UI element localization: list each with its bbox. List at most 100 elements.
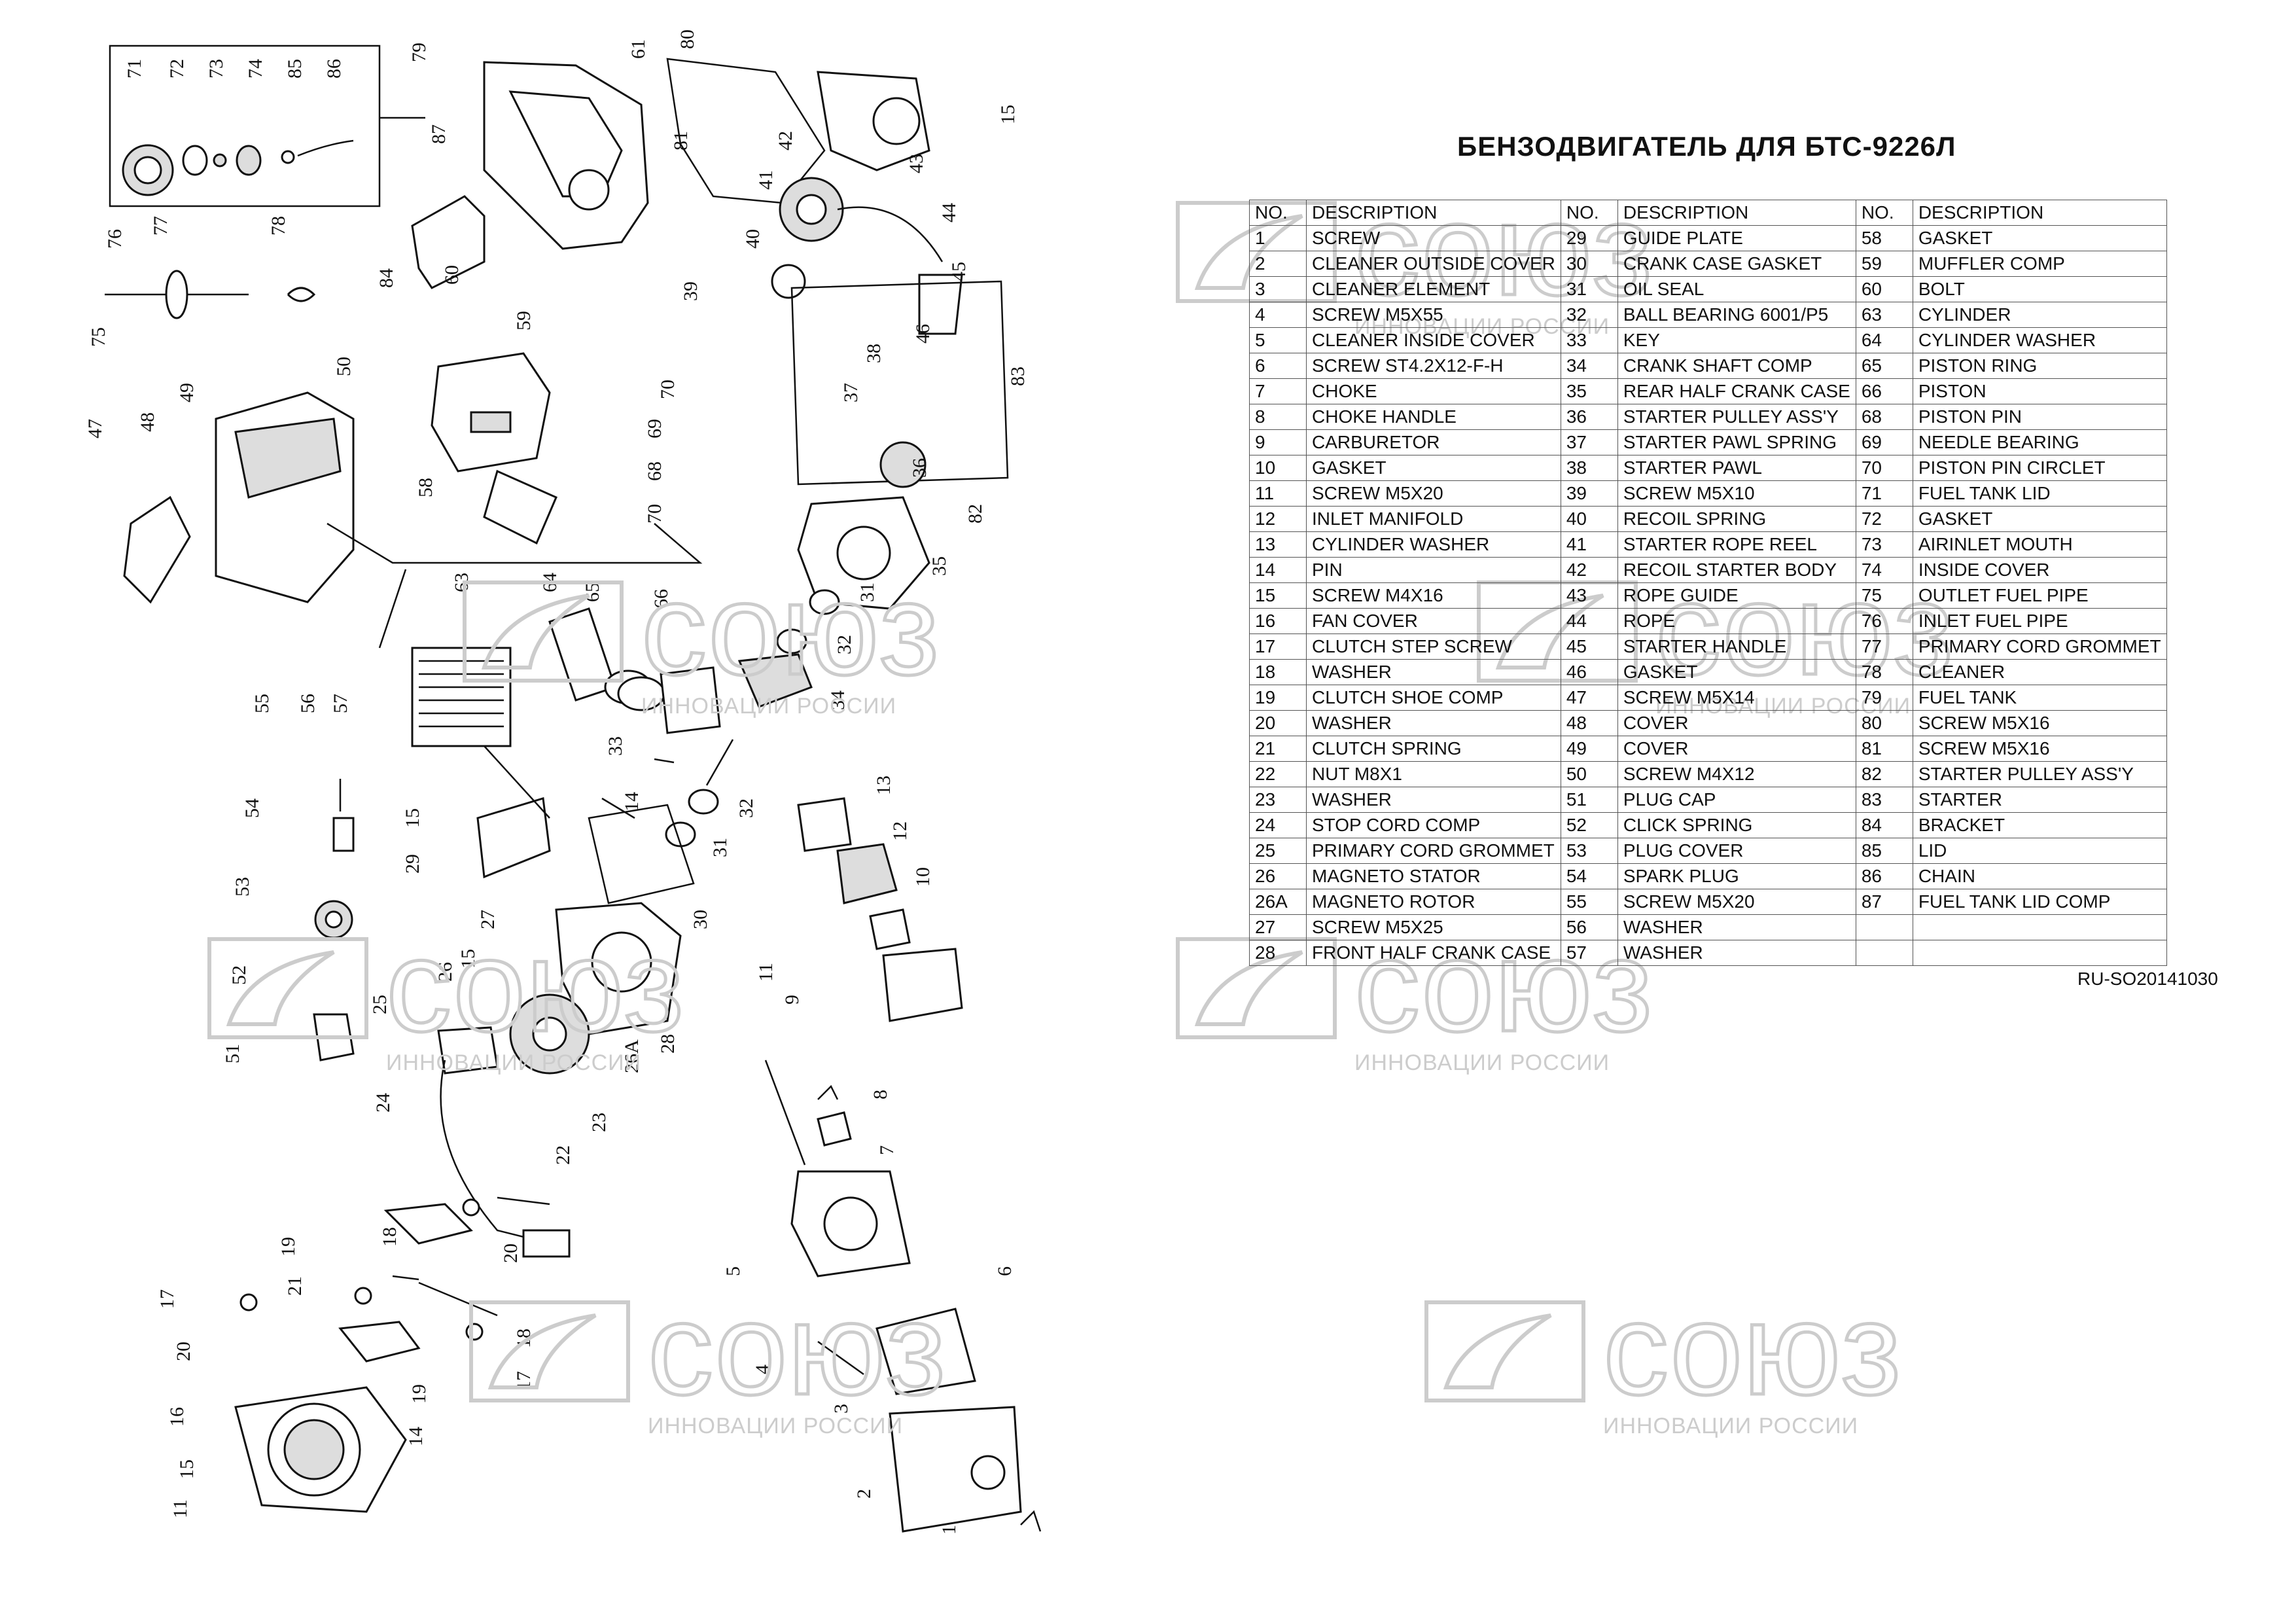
part-description: STOP CORD COMP	[1306, 812, 1561, 838]
callout-number: 9	[781, 995, 803, 1005]
part-description: SCREW M4X12	[1617, 761, 1856, 787]
part-description: CLEANER OUTSIDE COVER	[1306, 251, 1561, 277]
part-number: 57	[1560, 940, 1618, 966]
part-number: 37	[1560, 429, 1618, 455]
part-number: 55	[1560, 889, 1618, 915]
part-description: FAN COVER	[1306, 608, 1561, 634]
part-description: CLUTCH SPRING	[1306, 736, 1561, 762]
part-number: 46	[1560, 659, 1618, 685]
callout-number: 74	[245, 59, 266, 79]
callout-number: 37	[840, 383, 862, 402]
part-number: 26A	[1249, 889, 1307, 915]
callout-number: 18	[379, 1227, 400, 1247]
clutch-spring-drawing	[392, 1275, 419, 1281]
part-number: 27	[1249, 914, 1307, 940]
callout-number: 44	[938, 203, 960, 223]
watermark-subtitle: ИННОВАЦИИ РОССИИ	[1603, 1414, 1858, 1438]
part-description: SCREW M5X25	[1306, 914, 1561, 940]
part-description: WASHER	[1306, 710, 1561, 736]
part-description: MAGNETO ROTOR	[1306, 889, 1561, 915]
callout-number: 17	[513, 1371, 535, 1391]
callout-number: 10	[912, 867, 934, 887]
callout-number: 85	[284, 59, 306, 79]
callout-number: 13	[873, 776, 894, 795]
part-description: CARBURETOR	[1306, 429, 1561, 455]
chain-drawing	[297, 139, 354, 157]
callout-number: 53	[232, 877, 253, 897]
part-number: 64	[1855, 327, 1913, 353]
part-description: INLET FUEL PIPE	[1912, 608, 2167, 634]
muffler-gasket-drawing	[483, 469, 557, 545]
callout-number: 73	[205, 59, 227, 79]
part-number: 34	[1560, 353, 1618, 379]
part-description: SPARK PLUG	[1617, 863, 1856, 889]
part-number: 17	[1249, 633, 1307, 660]
part-number: 38	[1560, 455, 1618, 481]
callout-number: 66	[650, 589, 672, 609]
callout-number: 33	[605, 736, 626, 756]
part-number: 35	[1560, 378, 1618, 404]
part-description: MUFFLER COMP	[1912, 251, 2167, 277]
callout-number: 80	[677, 29, 698, 49]
part-number: 53	[1560, 838, 1618, 864]
part-description: STARTER PULLEY ASS'Y	[1912, 761, 2167, 787]
callout-number: 14	[405, 1427, 427, 1446]
cylinder-drawing	[411, 647, 512, 747]
diagram-drawing: 7172737485868779618081154243414044394546…	[84, 29, 1042, 1535]
callout-number: 86	[323, 59, 345, 79]
callout-number: 20	[173, 1342, 194, 1361]
header-description: DESCRIPTION	[1912, 200, 2167, 226]
part-number: 85	[1855, 838, 1913, 864]
piston-drawing	[660, 666, 721, 734]
callout-number: 15	[176, 1459, 198, 1479]
document-title: БЕНЗОДВИГАТЕЛЬ ДЛЯ БТС-9226Л	[1457, 131, 1956, 162]
part-number: 60	[1855, 276, 1913, 302]
part-number: 9	[1249, 429, 1307, 455]
callout-number: 29	[402, 854, 423, 874]
part-number: 86	[1855, 863, 1913, 889]
callout-number: 3	[830, 1404, 852, 1414]
part-description: BALL BEARING 6001/P5	[1617, 302, 1856, 328]
callout-number: 35	[928, 556, 950, 576]
part-number: 16	[1249, 608, 1307, 634]
part-description: OIL SEAL	[1617, 276, 1856, 302]
callout-number: 69	[644, 419, 665, 438]
part-number: 45	[1560, 633, 1618, 660]
header-description: DESCRIPTION	[1306, 200, 1561, 226]
part-description: PISTON	[1912, 378, 2167, 404]
oil-seal-drawing	[776, 628, 807, 654]
part-description: SCREW M5X20	[1306, 480, 1561, 507]
part-description: SCREW M5X20	[1617, 889, 1856, 915]
callout-number: 51	[222, 1044, 243, 1063]
callout-number: 36	[909, 458, 930, 478]
part-number: 72	[1855, 506, 1913, 532]
part-description: PLUG COVER	[1617, 838, 1856, 864]
callout-number: 5	[722, 1266, 744, 1276]
part-number: 52	[1560, 812, 1618, 838]
part-number: 71	[1855, 480, 1913, 507]
part-description: SCREW M5X16	[1912, 736, 2167, 762]
callout-number: 19	[277, 1237, 299, 1257]
cleaner-drawing	[287, 287, 316, 302]
part-description: REAR HALF CRANK CASE	[1617, 378, 1856, 404]
part-number: 24	[1249, 812, 1307, 838]
part-description: FUEL TANK	[1912, 685, 2167, 711]
callout-number: 52	[228, 965, 250, 985]
choke-handle-drawing	[817, 1084, 839, 1100]
part-number: 59	[1855, 251, 1913, 277]
part-description: SCREW M4X16	[1306, 582, 1561, 609]
part-number: 18	[1249, 659, 1307, 685]
callout-number: 26	[434, 962, 456, 982]
part-description: CRANK CASE GASKET	[1617, 251, 1856, 277]
part-number: 5	[1249, 327, 1307, 353]
part-description: WASHER	[1617, 940, 1856, 966]
part-description: RECOIL STARTER BODY	[1617, 557, 1856, 583]
part-number: 48	[1560, 710, 1618, 736]
